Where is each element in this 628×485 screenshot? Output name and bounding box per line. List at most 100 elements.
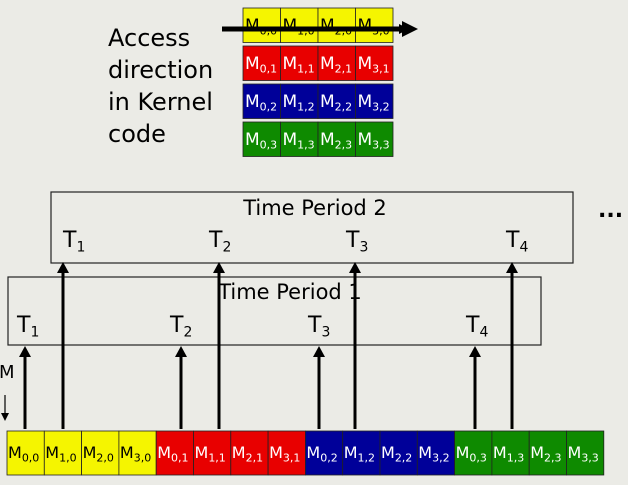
m-label: M bbox=[0, 362, 15, 383]
linear-memory-cell-label-base: M bbox=[8, 443, 22, 462]
tp2-thread-label: T3 bbox=[345, 228, 368, 255]
matrix-cell-label: M3,3 bbox=[358, 130, 390, 152]
tp2-thread-label-subscript: 2 bbox=[222, 239, 231, 255]
linear-memory-cell-label-subscript: 0,2 bbox=[320, 452, 338, 465]
matrix-cell-label-subscript: 2,3 bbox=[335, 139, 353, 152]
linear-memory-cell-label-base: M bbox=[568, 443, 582, 462]
linear-memory-cell-label-base: M bbox=[157, 443, 171, 462]
linear-memory-cell-label: M2,2 bbox=[381, 443, 412, 465]
tp2-thread-label-subscript: 3 bbox=[359, 239, 368, 255]
linear-memory-cell-label: M1,1 bbox=[195, 443, 226, 465]
matrix-cell-label: M1,2 bbox=[283, 92, 315, 114]
linear-memory-cell bbox=[342, 430, 381, 476]
linear-memory-cell-label-base: M bbox=[381, 443, 395, 462]
tp1-access-arrow-head bbox=[469, 346, 481, 357]
matrix-cell-label-base: M bbox=[320, 16, 335, 36]
linear-memory-cell-label-subscript: 0,1 bbox=[171, 452, 189, 465]
linear-memory-cell-label-subscript: 3,2 bbox=[432, 452, 450, 465]
matrix-cell-label-base: M bbox=[320, 130, 335, 150]
matrix-cell bbox=[317, 83, 356, 119]
matrix-cell bbox=[317, 7, 356, 43]
matrix-grid: M0,0M1,0M2,0M3,0M0,1M1,1M2,1M3,1M0,2M1,2… bbox=[242, 7, 394, 157]
linear-memory-cell-label-base: M bbox=[344, 443, 358, 462]
tp1-thread-label-base: T bbox=[307, 313, 322, 338]
linear-memory-cell-label: M3,2 bbox=[418, 443, 449, 465]
linear-memory-cell-label: M3,1 bbox=[269, 443, 300, 465]
matrix-cell-label: M1,3 bbox=[283, 130, 315, 152]
matrix-cell-label: M0,3 bbox=[245, 130, 277, 152]
matrix-cell-label-subscript: 0,3 bbox=[260, 139, 278, 152]
linear-memory-cell-label-base: M bbox=[195, 443, 209, 462]
tp2-thread-label-base: T bbox=[505, 228, 520, 253]
tp1-thread-label-subscript: 3 bbox=[321, 324, 330, 340]
linear-memory-cell-label-subscript: 3,3 bbox=[581, 452, 599, 465]
matrix-cell bbox=[355, 83, 394, 119]
matrix-cell-label: M1,1 bbox=[283, 54, 315, 76]
linear-memory-cell-label-base: M bbox=[456, 443, 470, 462]
linear-memory-cell bbox=[193, 430, 232, 476]
time-period-2-label: Time Period 2 bbox=[242, 196, 387, 220]
linear-memory-cell-label-subscript: 2,2 bbox=[395, 452, 413, 465]
linear-memory-cell-label-subscript: 2,1 bbox=[246, 452, 263, 465]
matrix-cell-label-base: M bbox=[283, 130, 298, 150]
tp1-thread-label: T2 bbox=[169, 313, 192, 340]
matrix-cell bbox=[242, 45, 281, 81]
matrix-cell bbox=[280, 45, 319, 81]
linear-memory-cell-label-base: M bbox=[83, 443, 97, 462]
linear-memory-cell-label-base: M bbox=[530, 443, 544, 462]
tp1-thread-label-base: T bbox=[465, 313, 480, 338]
matrix-cell-label-base: M bbox=[320, 54, 335, 74]
matrix-cell bbox=[355, 121, 394, 157]
matrix-cell-label: M3,1 bbox=[358, 54, 390, 76]
linear-memory-cell bbox=[528, 430, 567, 476]
linear-memory-cell-label: M3,3 bbox=[568, 443, 599, 465]
matrix-cell-label-base: M bbox=[283, 54, 298, 74]
access-label-line: direction bbox=[108, 56, 213, 84]
matrix-cell-label: M2,3 bbox=[320, 130, 352, 152]
linear-memory-cell bbox=[6, 430, 45, 476]
m-down-arrowhead bbox=[1, 413, 9, 421]
linear-memory-cell-label-base: M bbox=[232, 443, 246, 462]
linear-memory-cell-label-subscript: 0,0 bbox=[22, 452, 40, 465]
matrix-cell-label-base: M bbox=[358, 130, 373, 150]
matrix-cell-label-base: M bbox=[245, 16, 260, 36]
access-direction-arrowhead bbox=[402, 21, 418, 37]
linear-memory-cell-label-subscript: 2,0 bbox=[96, 452, 114, 465]
access-direction-label: Access direction in Kernel code bbox=[108, 24, 221, 148]
tp1-thread-label: T4 bbox=[465, 313, 488, 340]
ellipsis: ... bbox=[598, 198, 623, 223]
tp2-thread-label: T2 bbox=[208, 228, 231, 255]
linear-memory-cell-label: M0,1 bbox=[157, 443, 188, 465]
linear-memory-cell-label-subscript: 3,1 bbox=[283, 452, 301, 465]
linear-memory-cell bbox=[566, 430, 605, 476]
linear-memory-cell bbox=[43, 430, 82, 476]
linear-memory-cell-label-subscript: 1,0 bbox=[59, 452, 77, 465]
tp1-thread-label: T3 bbox=[307, 313, 330, 340]
tp2-access-arrow-head bbox=[349, 262, 361, 273]
linear-memory-cell-label-subscript: 1,3 bbox=[507, 452, 525, 465]
linear-memory-cell-label: M0,3 bbox=[456, 443, 487, 465]
matrix-cell-label-subscript: 1,2 bbox=[297, 101, 315, 114]
tp2-access-arrow-head bbox=[213, 262, 225, 273]
linear-memory-cell-label: M2,1 bbox=[232, 443, 263, 465]
tp2-thread-label-subscript: 4 bbox=[519, 239, 528, 255]
tp2-access-arrow-head bbox=[57, 262, 69, 273]
tp1-access-arrow-head bbox=[19, 346, 31, 357]
linear-memory-cell-label-subscript: 1,2 bbox=[358, 452, 376, 465]
linear-memory-cell-label-base: M bbox=[269, 443, 283, 462]
time-period-1-box bbox=[7, 276, 542, 346]
access-label-line: in Kernel bbox=[108, 88, 213, 116]
linear-memory-cell bbox=[491, 430, 530, 476]
matrix-cell-label-base: M bbox=[245, 54, 260, 74]
matrix-cell-label-base: M bbox=[358, 54, 373, 74]
linear-memory-cell bbox=[230, 430, 269, 476]
matrix-cell-label-base: M bbox=[320, 92, 335, 112]
matrix-cell-label-subscript: 1,3 bbox=[297, 139, 315, 152]
matrix-cell-label-base: M bbox=[245, 92, 260, 112]
matrix-cell-label-base: M bbox=[283, 16, 298, 36]
linear-memory-cell-label: M2,0 bbox=[83, 443, 114, 465]
matrix-cell bbox=[242, 7, 281, 43]
linear-memory-cell-label-base: M bbox=[120, 443, 134, 462]
linear-memory-cell bbox=[454, 430, 493, 476]
